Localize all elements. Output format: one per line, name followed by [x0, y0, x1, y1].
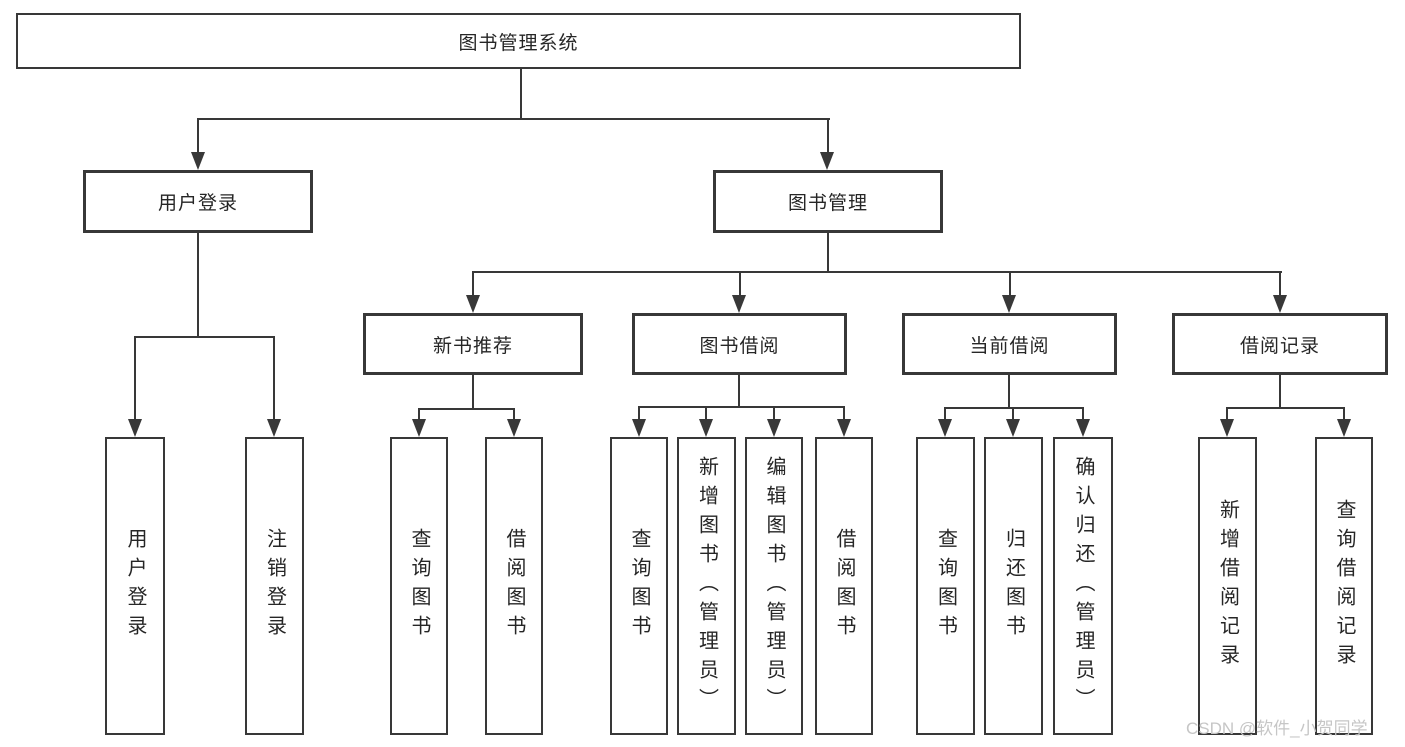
connector-to-user-login [197, 118, 199, 152]
node-label: 查询图书 [408, 528, 430, 644]
connector-level2-rail [472, 271, 1282, 273]
arrow-down-icon [466, 295, 480, 313]
leaf-logout: 注销登录 [245, 437, 304, 735]
connector-current-borrowing-stem [1008, 375, 1010, 409]
connector-new-book-rail [418, 408, 515, 410]
connector-to-leaf-logout [273, 336, 275, 419]
node-label: 新增图书（管理员） [695, 455, 718, 717]
node-label: 新增借阅记录 [1216, 499, 1239, 673]
arrow-down-icon [732, 295, 746, 313]
leaf-add-borrow-record: 新增借阅记录 [1198, 437, 1257, 735]
arrow-down-icon [1273, 295, 1287, 313]
node-label: 图书借阅 [699, 335, 780, 357]
arrow-down-icon [1337, 419, 1351, 437]
leaf-confirm-return-admin: 确认归还（管理员） [1053, 437, 1113, 735]
connector-user-login-rail [134, 336, 275, 338]
connector-leaf-stem [418, 408, 420, 419]
connector-book-borrowing-rail [638, 406, 845, 408]
node-label: 图书管理系统 [458, 32, 579, 54]
connector-level1-rail [197, 118, 830, 120]
node-label: 当前借阅 [969, 335, 1050, 357]
connector-to-new-book [472, 271, 474, 295]
arrow-down-icon [767, 419, 781, 437]
connector-leaf-stem [1343, 407, 1345, 419]
arrow-down-icon [837, 419, 851, 437]
connector-leaf-stem [1226, 407, 1228, 419]
node-library-management-system: 图书管理系统 [16, 13, 1021, 69]
connector-to-leaf-user-login [134, 336, 136, 419]
node-label: 图书管理 [787, 193, 868, 214]
connector-to-borrowing-records [1279, 271, 1281, 295]
node-user-login: 用户登录 [83, 170, 313, 233]
arrow-down-icon [128, 419, 142, 437]
connector-to-current-borrowing [1009, 271, 1011, 295]
connector-user-login-stem [197, 232, 199, 338]
leaf-borrow-books-1: 借阅图书 [485, 437, 543, 735]
node-label: 查询图书 [628, 528, 650, 644]
node-label: 查询图书 [934, 528, 957, 644]
connector-leaf-stem [1082, 407, 1084, 419]
node-label: 借阅图书 [503, 528, 525, 644]
arrow-down-icon [1002, 295, 1016, 313]
node-label: 查询借阅记录 [1333, 499, 1355, 673]
connector-current-borrowing-rail [944, 407, 1084, 409]
connector-book-management-stem [827, 232, 829, 273]
connector-leaf-stem [1012, 407, 1014, 419]
connector-book-borrowing-stem [738, 375, 740, 408]
node-label: 用户登录 [124, 528, 146, 644]
connector-new-book-stem [472, 375, 474, 410]
connector-leaf-stem [513, 408, 515, 419]
connector-leaf-stem [843, 406, 845, 419]
node-current-borrowing: 当前借阅 [902, 313, 1117, 375]
node-label: 借阅图书 [833, 528, 855, 644]
node-borrowing-records: 借阅记录 [1172, 313, 1388, 375]
node-label: 确认归还（管理员） [1072, 455, 1094, 717]
connector-to-book-management [827, 118, 829, 152]
node-book-borrowing: 图书借阅 [632, 313, 847, 375]
arrow-down-icon [412, 419, 426, 437]
leaf-query-borrow-record: 查询借阅记录 [1315, 437, 1373, 735]
leaf-edit-book-admin: 编辑图书（管理员） [745, 437, 803, 735]
leaf-user-login: 用户登录 [105, 437, 165, 735]
arrow-down-icon [507, 419, 521, 437]
connector-root-stem [520, 69, 522, 119]
leaf-borrow-books-2: 借阅图书 [815, 437, 873, 735]
arrow-down-icon [1220, 419, 1234, 437]
arrow-down-icon [632, 419, 646, 437]
node-label: 归还图书 [1002, 528, 1025, 644]
connector-leaf-stem [944, 407, 946, 419]
arrow-down-icon [820, 152, 834, 170]
node-label: 新书推荐 [432, 335, 513, 357]
connector-leaf-stem [638, 406, 640, 419]
connector-to-book-borrowing [739, 271, 741, 295]
arrow-down-icon [1006, 419, 1020, 437]
leaf-return-books: 归还图书 [984, 437, 1043, 735]
node-label: 借阅记录 [1239, 335, 1320, 357]
arrow-down-icon [699, 419, 713, 437]
arrow-down-icon [267, 419, 281, 437]
leaf-query-books-3: 查询图书 [916, 437, 975, 735]
node-new-book-recommendation: 新书推荐 [363, 313, 583, 375]
connector-leaf-stem [773, 406, 775, 419]
node-book-management: 图书管理 [713, 170, 943, 233]
csdn-watermark: CSDN @软件_小贺同学 [1186, 719, 1368, 738]
arrow-down-icon [1076, 419, 1090, 437]
leaf-query-books-2: 查询图书 [610, 437, 668, 735]
node-label: 用户登录 [157, 193, 238, 214]
connector-borrowing-records-stem [1279, 375, 1281, 409]
arrow-down-icon [191, 152, 205, 170]
connector-borrowing-records-rail [1226, 407, 1345, 409]
node-label: 编辑图书（管理员） [763, 455, 785, 717]
arrow-down-icon [938, 419, 952, 437]
node-label: 注销登录 [263, 528, 286, 644]
leaf-query-books-1: 查询图书 [390, 437, 448, 735]
leaf-add-book-admin: 新增图书（管理员） [677, 437, 736, 735]
connector-leaf-stem [705, 406, 707, 419]
